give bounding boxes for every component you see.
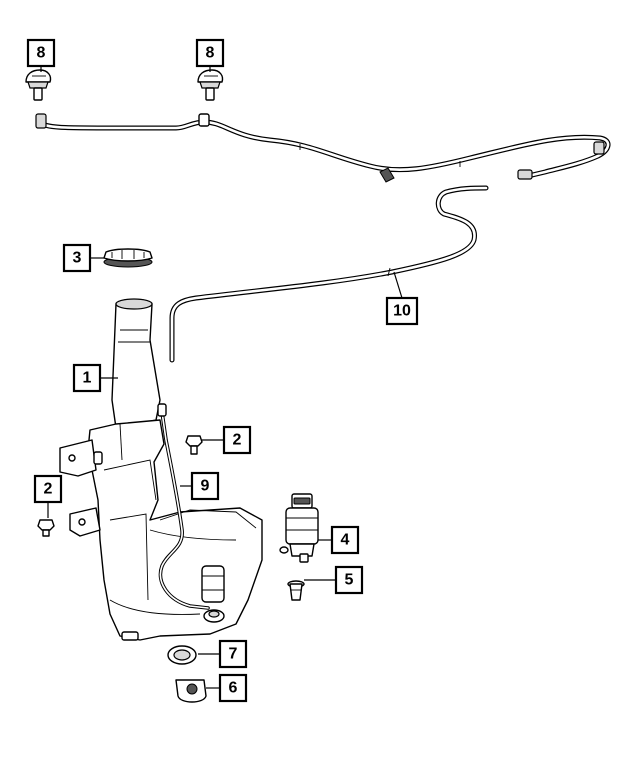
drain-cap — [175, 679, 207, 703]
callout-label: 9 — [201, 478, 210, 495]
callout-10: 10 — [385, 296, 419, 326]
callout-label: 10 — [393, 303, 411, 320]
bolt-upper — [185, 435, 203, 455]
callout-label: 8 — [37, 45, 46, 62]
callout-label: 5 — [345, 572, 354, 589]
callout-2-upper: 2 — [222, 425, 252, 455]
callout-label: 4 — [341, 532, 350, 549]
callout-9: 9 — [190, 471, 220, 501]
callout-1: 1 — [72, 363, 102, 393]
washer-nozzle-right — [197, 69, 224, 101]
callout-8-right: 8 — [195, 38, 225, 68]
callout-label: 7 — [229, 646, 238, 663]
washer-hose-assembly — [35, 113, 611, 363]
callout-5: 5 — [334, 565, 364, 595]
callout-6: 6 — [218, 673, 248, 703]
callout-label: 6 — [229, 680, 238, 697]
callout-2-lower: 2 — [33, 474, 63, 504]
callout-4: 4 — [330, 525, 360, 555]
callout-label: 2 — [44, 481, 53, 498]
filler-cap — [103, 248, 153, 268]
washer-nozzle-left — [25, 69, 52, 101]
callout-label: 3 — [73, 250, 82, 267]
callout-3: 3 — [62, 243, 92, 273]
washer-pump — [279, 493, 319, 563]
bolt-lower — [37, 519, 55, 537]
callout-label: 8 — [206, 45, 215, 62]
callout-8-left: 8 — [26, 38, 56, 68]
washer-reservoir — [59, 298, 263, 641]
callout-label: 2 — [233, 432, 242, 449]
seal-ring — [167, 645, 197, 665]
level-sensor-harness — [157, 403, 225, 610]
callout-7: 7 — [218, 639, 248, 669]
pump-grommet — [287, 580, 305, 601]
callout-label: 1 — [83, 370, 92, 387]
